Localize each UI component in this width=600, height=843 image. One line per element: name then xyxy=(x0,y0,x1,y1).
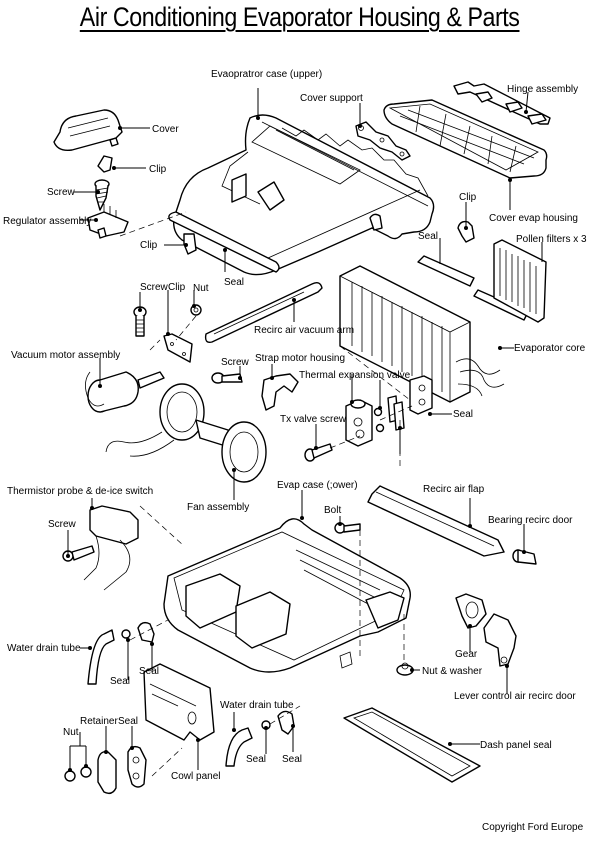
label-lever-control: Lever control air recirc door xyxy=(454,691,576,702)
screw-part-1 xyxy=(94,179,110,211)
clip-part-4 xyxy=(163,333,193,363)
fan-assembly-part xyxy=(105,383,267,483)
label-tx-valve-screw: Tx valve screw xyxy=(280,414,347,425)
label-vacuum-motor-assembly: Vacuum motor assembly xyxy=(11,350,120,361)
label-recirc-air-vacuum-arm: Recirc air vacuum arm xyxy=(254,325,354,336)
label-seal-6: Seal xyxy=(118,716,138,727)
lever-control-part xyxy=(483,613,517,667)
label-water-drain-tube-1: Water drain tube xyxy=(7,643,81,654)
part-labels: Evaopratror case (upper) Cover support H… xyxy=(3,69,587,782)
label-thermal-expansion-valve: Thermal expansion valve xyxy=(299,370,411,381)
seal-strip-1 xyxy=(417,255,475,287)
label-nut-washer: Nut & washer xyxy=(422,666,483,677)
label-dash-panel-seal: Dash panel seal xyxy=(480,740,552,751)
label-hinge-assembly: Hinge assembly xyxy=(507,84,578,95)
label-thermistor-probe: Thermistor probe & de-ice switch xyxy=(7,486,153,497)
tx-valve-screw-part xyxy=(304,443,333,462)
retainer-part xyxy=(97,750,117,795)
bearing-recirc-door-part xyxy=(512,549,537,565)
evaporator-case-lower xyxy=(163,518,411,673)
label-bolt: Bolt xyxy=(324,505,341,516)
screw-part-3 xyxy=(211,372,243,384)
label-clip-1: Clip xyxy=(149,164,167,175)
diagram-title-text: Air Conditioning Evaporator Housing & Pa… xyxy=(80,2,520,32)
label-seal-5: Seal xyxy=(139,666,159,677)
clip-part-3 xyxy=(457,220,475,243)
water-drain-tube-1-part xyxy=(87,629,115,685)
seals-middle xyxy=(261,710,295,735)
label-evaporator-case-lower: Evap case (;ower) xyxy=(277,480,358,491)
label-nut-2: Nut xyxy=(63,727,79,738)
seal-bottom-part xyxy=(127,745,147,788)
gear-part xyxy=(455,593,487,629)
label-bearing-recirc-door: Bearing recirc door xyxy=(488,515,573,526)
label-recirc-air-flap: Recirc air flap xyxy=(423,484,485,495)
strap-motor-housing-part xyxy=(261,373,299,411)
thermal-expansion-valve-part xyxy=(345,399,373,447)
label-seal-3: Seal xyxy=(453,409,473,420)
diagram-title: Air Conditioning Evaporator Housing & Pa… xyxy=(0,2,600,33)
label-seal-8: Seal xyxy=(282,754,302,765)
label-seal-2: Seal xyxy=(418,231,438,242)
label-seal-1: Seal xyxy=(224,277,244,288)
label-pollen-filters: Pollen filters x 3 xyxy=(516,234,587,245)
label-clip-4: Clip xyxy=(168,282,186,293)
cover-evap-housing-part xyxy=(383,99,548,179)
label-regulator-assembly: Regulator assembly xyxy=(3,216,91,227)
clip-part-1 xyxy=(97,155,113,173)
recirc-air-vacuum-arm-part xyxy=(204,281,323,344)
cover-support-part xyxy=(355,121,411,161)
cowl-panel-part xyxy=(143,663,215,741)
label-evaporator-core: Evaporator core xyxy=(514,343,586,354)
seals-left xyxy=(121,621,155,643)
assembly-line xyxy=(119,211,413,777)
label-screw-1: Screw xyxy=(47,187,76,198)
label-fan-assembly: Fan assembly xyxy=(187,502,249,513)
label-retainer: Retainer xyxy=(80,716,118,727)
dash-panel-seal-part xyxy=(343,707,481,783)
label-nut-1: Nut xyxy=(193,283,209,294)
label-seal-7: Seal xyxy=(246,754,266,765)
label-evaporator-case-upper: Evaopratror case (upper) xyxy=(211,69,322,80)
label-cover-evap-housing: Cover evap housing xyxy=(489,213,578,224)
copyright-notice: Copyright Ford Europe xyxy=(482,822,584,833)
cover-part xyxy=(53,109,123,152)
thermistor-probe-part xyxy=(83,505,139,591)
clip-part-2 xyxy=(183,233,197,255)
label-cover: Cover xyxy=(152,124,179,135)
label-water-drain-tube-2: Water drain tube xyxy=(220,700,294,711)
evaporator-case-upper xyxy=(172,114,435,276)
label-gear: Gear xyxy=(455,649,478,660)
screw-part-2 xyxy=(133,306,147,337)
label-cover-support: Cover support xyxy=(300,93,363,104)
label-screw-4: Screw xyxy=(48,519,77,530)
seal-rod-upper xyxy=(168,211,280,273)
label-cowl-panel: Cowl panel xyxy=(171,771,220,782)
label-strap-motor-housing: Strap motor housing xyxy=(255,353,345,364)
label-screw-3: Screw xyxy=(221,357,250,368)
label-clip-3: Clip xyxy=(459,192,477,203)
recirc-air-flap-part xyxy=(367,485,505,557)
leader-lines xyxy=(66,88,543,772)
label-screw-2: Screw xyxy=(140,282,169,293)
pollen-filter-part xyxy=(493,239,547,323)
label-seal-4: Seal xyxy=(110,676,130,687)
label-clip-2: Clip xyxy=(140,240,158,251)
evaporator-core-part xyxy=(339,265,505,415)
regulator-assembly-part xyxy=(87,204,129,239)
water-drain-tube-2-part xyxy=(225,727,253,767)
vacuum-motor-part xyxy=(85,371,165,413)
